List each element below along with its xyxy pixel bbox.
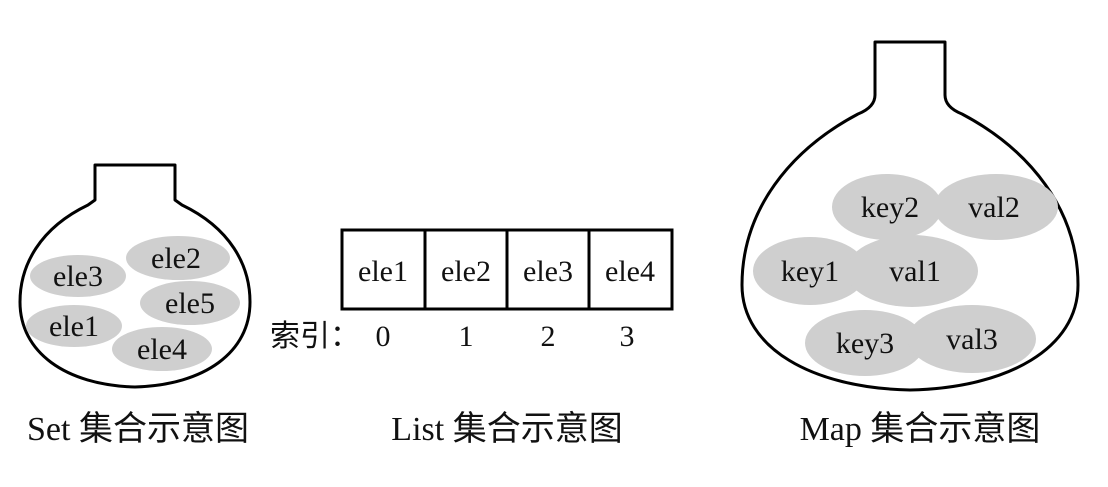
set-element-ellipse	[30, 255, 126, 297]
map-key-label: key3	[836, 327, 894, 360]
map-val-ellipse	[846, 235, 978, 307]
set-element-label: ele1	[49, 310, 99, 343]
map-key-label: key1	[781, 255, 839, 288]
map-key-label: key2	[861, 191, 919, 224]
map-val-ellipse	[908, 305, 1036, 373]
list-index-value: 1	[459, 320, 474, 353]
map-val-label: val1	[889, 255, 941, 288]
set-element-ellipse	[26, 305, 122, 347]
list-cell	[587, 228, 674, 311]
list-cell	[423, 228, 509, 311]
list-index-label: 索引：	[270, 320, 360, 353]
set-element-ellipse	[126, 236, 230, 280]
list-cell-label: ele3	[523, 255, 573, 288]
map-key-ellipse	[805, 310, 925, 376]
set-element-label: ele5	[165, 287, 215, 320]
map-diagram: key2 val2 key1 val1 key3 val3 Map 集合示意图	[740, 40, 1080, 448]
list-index-value: 2	[541, 320, 556, 353]
list-caption: List 集合示意图	[391, 410, 622, 448]
map-val-ellipse	[934, 174, 1058, 240]
set-element-ellipse	[112, 327, 212, 371]
map-key-ellipse	[753, 237, 867, 305]
set-bag-outline	[18, 163, 252, 389]
map-val-label: val3	[946, 323, 998, 356]
list-index-value: 0	[376, 320, 391, 353]
set-element-label: ele3	[53, 260, 103, 293]
set-element-label: ele4	[137, 333, 187, 366]
list-cell-label: ele1	[358, 255, 408, 288]
set-caption: Set 集合示意图	[27, 410, 249, 448]
list-diagram: ele1 ele2 ele3 ele4 索引： 0 1 2 3 List 集合示…	[270, 228, 674, 448]
set-diagram: ele3 ele2 ele5 ele1 ele4 Set 集合示意图	[18, 163, 252, 448]
set-element-label: ele2	[151, 242, 201, 275]
map-key-ellipse	[832, 174, 942, 240]
list-cell-label: ele2	[441, 255, 491, 288]
list-index-value: 3	[620, 320, 635, 353]
map-caption: Map 集合示意图	[800, 410, 1041, 448]
set-element-ellipse	[140, 281, 240, 325]
map-bag-outline	[740, 40, 1080, 392]
map-val-label: val2	[968, 191, 1020, 224]
list-cell-label: ele4	[605, 255, 655, 288]
